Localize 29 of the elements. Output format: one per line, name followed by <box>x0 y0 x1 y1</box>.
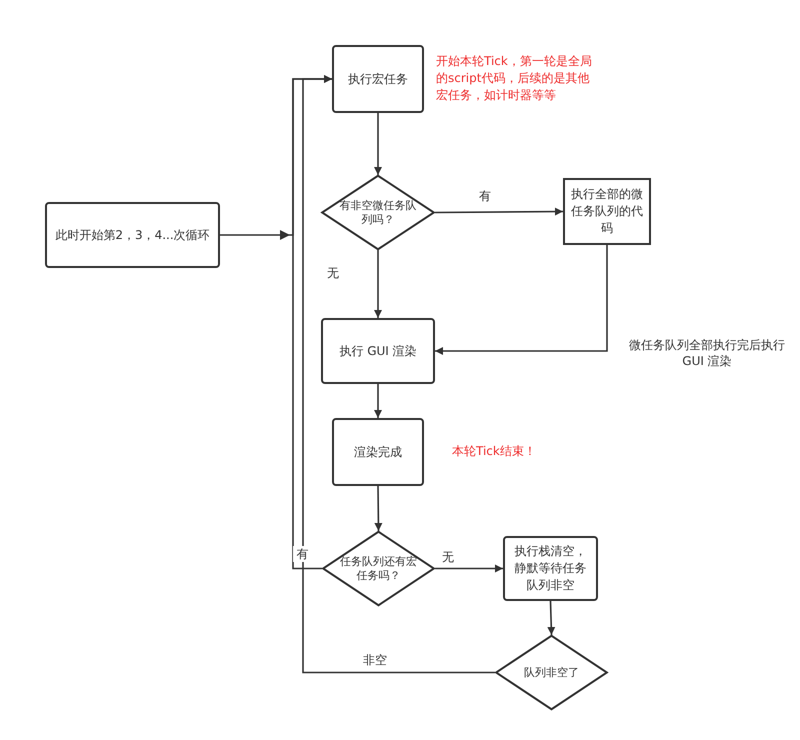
arrow <box>374 113 382 175</box>
process-box <box>503 536 598 601</box>
decision-diamond <box>495 635 608 710</box>
process-box <box>321 318 435 384</box>
annotation-note: 开始本轮Tick，第一轮是全局的script代码，后续的是其他宏任务，如计时器等等 <box>436 53 593 104</box>
process-box <box>563 178 651 245</box>
node-text: 执行宏任务 <box>348 70 408 88</box>
node-text: 有非空微任务队列吗？ <box>338 198 418 226</box>
node-text: 队列非空了 <box>524 666 579 680</box>
node-text: 此时开始第2，3，4...次循环 <box>55 226 210 244</box>
arrow <box>435 564 503 572</box>
arrow <box>374 486 382 531</box>
arrow <box>302 75 495 674</box>
node-text: 任务队列还有宏任务吗？ <box>339 554 418 582</box>
arrow <box>435 245 608 355</box>
arrow <box>435 208 563 216</box>
process-box <box>45 202 220 268</box>
decision-diamond <box>322 531 435 606</box>
decision-diamond <box>321 175 435 250</box>
annotation-note: 本轮Tick结束！ <box>452 443 537 460</box>
node-text: 执行 GUI 渲染 <box>339 342 417 360</box>
arrow <box>374 384 382 418</box>
node-text: 执行栈清空，静默等待任务队列非空 <box>514 543 588 594</box>
arrow <box>547 600 556 636</box>
process-box <box>332 418 424 486</box>
node-text: 执行全部的微任务队列的代码 <box>570 186 644 237</box>
process-box <box>332 45 424 113</box>
arrow <box>374 250 382 318</box>
node-text: 渲染完成 <box>354 444 402 460</box>
